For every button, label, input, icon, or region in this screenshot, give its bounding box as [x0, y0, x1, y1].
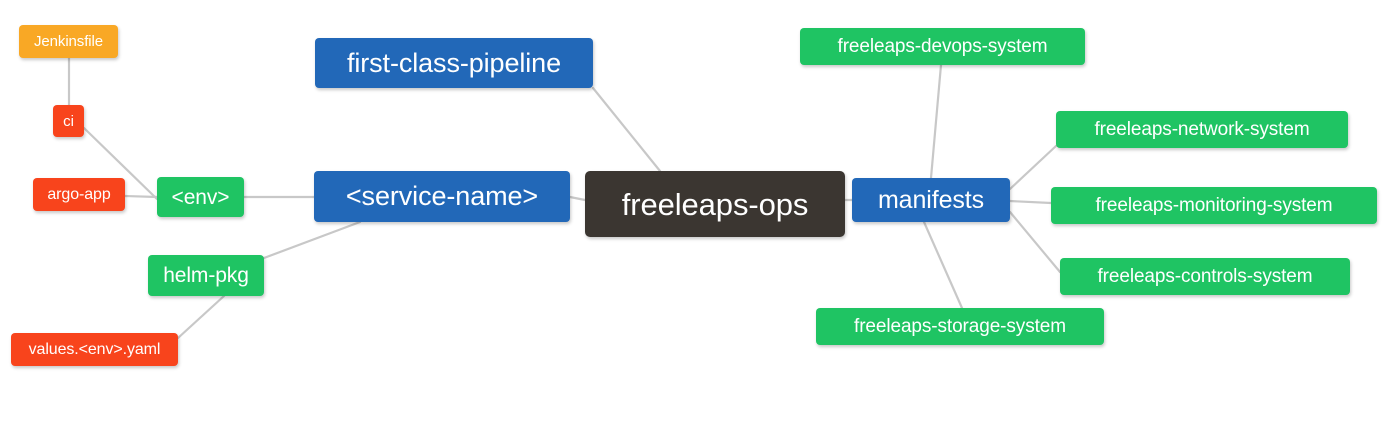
- node-storage-system[interactable]: freeleaps-storage-system: [816, 308, 1104, 345]
- node-freeleaps-ops[interactable]: freeleaps-ops: [585, 171, 845, 237]
- node-ci[interactable]: ci: [53, 105, 84, 137]
- node-monitoring-system[interactable]: freeleaps-monitoring-system: [1051, 187, 1377, 224]
- edge-manifests-to-monitoring-system: [1008, 199, 1053, 205]
- node-argo-app[interactable]: argo-app: [33, 178, 125, 211]
- node-jenkinsfile[interactable]: Jenkinsfile: [19, 25, 118, 58]
- node-first-class-pipeline[interactable]: first-class-pipeline: [315, 38, 593, 88]
- node-devops-system[interactable]: freeleaps-devops-system: [800, 28, 1085, 65]
- edge-service-name-to-freeleaps-ops: [568, 195, 587, 202]
- node-network-system[interactable]: freeleaps-network-system: [1056, 111, 1348, 148]
- edge-values-yaml-to-helm-pkg: [176, 294, 226, 340]
- edge-devops-system-to-manifests: [929, 63, 943, 180]
- edge-first-class-pipeline-to-freeleaps-ops: [591, 86, 662, 173]
- edge-helm-pkg-to-service-name: [262, 220, 362, 260]
- node-service-name[interactable]: <service-name>: [314, 171, 570, 222]
- node-helm-pkg[interactable]: helm-pkg: [148, 255, 264, 296]
- node-env[interactable]: <env>: [157, 177, 244, 217]
- edge-manifests-to-network-system: [1008, 144, 1058, 191]
- node-values-yaml[interactable]: values.<env>.yaml: [11, 333, 178, 366]
- node-controls-system[interactable]: freeleaps-controls-system: [1060, 258, 1350, 295]
- edge-argo-app-to-env: [123, 194, 159, 199]
- node-manifests[interactable]: manifests: [852, 178, 1010, 222]
- edge-manifests-to-storage-system: [922, 220, 964, 310]
